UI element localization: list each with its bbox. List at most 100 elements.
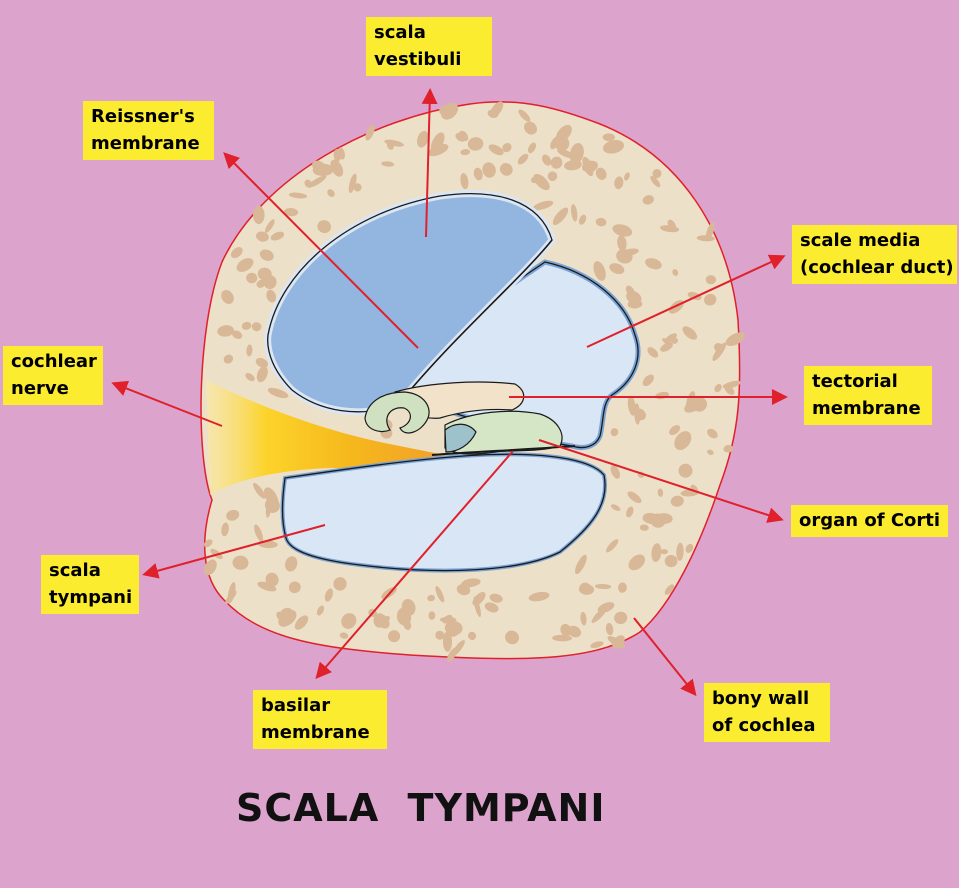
- bone-spot: [417, 130, 429, 148]
- label-basilar-membrane: basilar membrane: [253, 690, 387, 749]
- bone-spot: [628, 554, 646, 571]
- bone-spot: [704, 293, 717, 306]
- label-cochlear-nerve-line2: nerve: [11, 378, 69, 399]
- bone-spot: [246, 272, 258, 284]
- bone-spot: [254, 524, 264, 542]
- bone-spot: [203, 539, 213, 548]
- bone-spot: [383, 615, 390, 623]
- bone-spot: [594, 583, 612, 590]
- bone-spot: [257, 267, 272, 281]
- bone-spot: [642, 374, 654, 387]
- bone-spot: [612, 224, 633, 237]
- bone-spot: [230, 247, 243, 259]
- bone-spot: [203, 559, 217, 576]
- bone-spot: [552, 634, 573, 642]
- bone-spot: [664, 554, 678, 568]
- bone-spot: [460, 173, 469, 190]
- bone-spot: [502, 142, 512, 153]
- bone-spot: [386, 141, 394, 150]
- bone-spot: [705, 275, 717, 285]
- bone-spot: [256, 366, 268, 383]
- bone-spot: [606, 539, 619, 553]
- bone-spot: [518, 109, 531, 122]
- bone-spot: [682, 326, 698, 340]
- arrow-bony-wall: [633, 617, 697, 697]
- bone-spot: [660, 549, 668, 555]
- bone-spot: [317, 220, 332, 234]
- label-reissners-membrane-line1: Reissner's: [91, 106, 195, 127]
- bone-spot: [707, 428, 718, 439]
- bone-spot: [330, 159, 344, 177]
- bone-spot: [294, 615, 309, 630]
- bone-spot: [427, 594, 435, 602]
- bone-spot: [255, 231, 269, 242]
- bone-spot: [670, 495, 684, 507]
- bone-spot: [664, 584, 675, 595]
- bone-spots: [203, 101, 746, 662]
- bone-spot: [725, 332, 746, 347]
- label-scala-vestibuli-line2: vestibuli: [374, 49, 462, 70]
- label-bony-wall: bony wall of cochlea: [704, 683, 830, 742]
- label-reissners-membrane-line2: membrane: [91, 133, 200, 154]
- bone-spot: [232, 555, 249, 570]
- bone-spot: [338, 147, 345, 160]
- label-tectorial-membrane-line2: membrane: [812, 398, 921, 419]
- bone-spot: [388, 630, 401, 643]
- spiral-limbus-shape: [364, 391, 430, 434]
- basilar-membrane-line: [431, 445, 576, 456]
- bone-spot: [339, 632, 349, 639]
- bone-spot: [276, 611, 285, 621]
- label-scala-vestibuli-line1: scala: [374, 22, 426, 43]
- bone-spot: [225, 590, 237, 604]
- label-tectorial-membrane-line1: tectorial: [812, 371, 898, 392]
- bone-spot: [642, 512, 660, 524]
- tunnel-of-corti-shape: [444, 423, 477, 453]
- bone-spot: [517, 153, 529, 165]
- bone-spot: [304, 179, 313, 188]
- bone-spot: [487, 109, 499, 118]
- bone-spot: [614, 611, 628, 625]
- bone-spot: [610, 428, 619, 437]
- bone-spot: [595, 217, 607, 227]
- label-scala-tympani-line2: tympani: [49, 587, 133, 608]
- bone-spot: [264, 219, 275, 233]
- bone-spot: [312, 163, 334, 177]
- bone-spot: [327, 189, 335, 197]
- bone-spot: [221, 522, 229, 537]
- label-scale-media-line1: scale media: [800, 230, 921, 251]
- bone-spot: [614, 176, 624, 190]
- bone-spot: [528, 591, 550, 602]
- label-scale-media: scale media (cochlear duct): [792, 225, 957, 284]
- bone-spot: [288, 581, 301, 594]
- bone-spot: [348, 173, 357, 193]
- reissners-membrane-line: [397, 239, 553, 406]
- bone-spot: [595, 167, 607, 180]
- bone-spot: [578, 584, 595, 595]
- label-cochlear-nerve-line1: cochlear: [11, 351, 97, 372]
- label-cochlear-nerve: cochlear nerve: [3, 346, 103, 405]
- bone-spot: [642, 195, 654, 205]
- bone-spot: [627, 299, 643, 309]
- bone-spot: [455, 132, 467, 142]
- bone-spot: [259, 249, 274, 261]
- bone-spot: [550, 156, 563, 169]
- bone-spot: [473, 596, 481, 618]
- label-basilar-membrane-line2: membrane: [261, 722, 370, 743]
- bone-spot: [723, 444, 734, 453]
- bone-spot: [707, 449, 714, 455]
- bone-spot: [639, 524, 649, 531]
- bone-spot: [267, 387, 289, 399]
- bone-spot: [532, 200, 554, 211]
- bone-spot: [451, 640, 465, 657]
- bone-spot: [270, 231, 285, 241]
- bone-spot: [373, 613, 386, 628]
- bone-spot: [610, 465, 621, 479]
- bone-spot: [531, 176, 538, 184]
- bone-spot: [384, 139, 404, 147]
- bone-spot: [403, 619, 412, 631]
- bone-spot: [467, 137, 484, 151]
- bone-spot: [381, 161, 395, 167]
- bone-spot: [439, 105, 449, 115]
- bone-spot: [650, 175, 661, 188]
- bone-spot: [484, 602, 499, 613]
